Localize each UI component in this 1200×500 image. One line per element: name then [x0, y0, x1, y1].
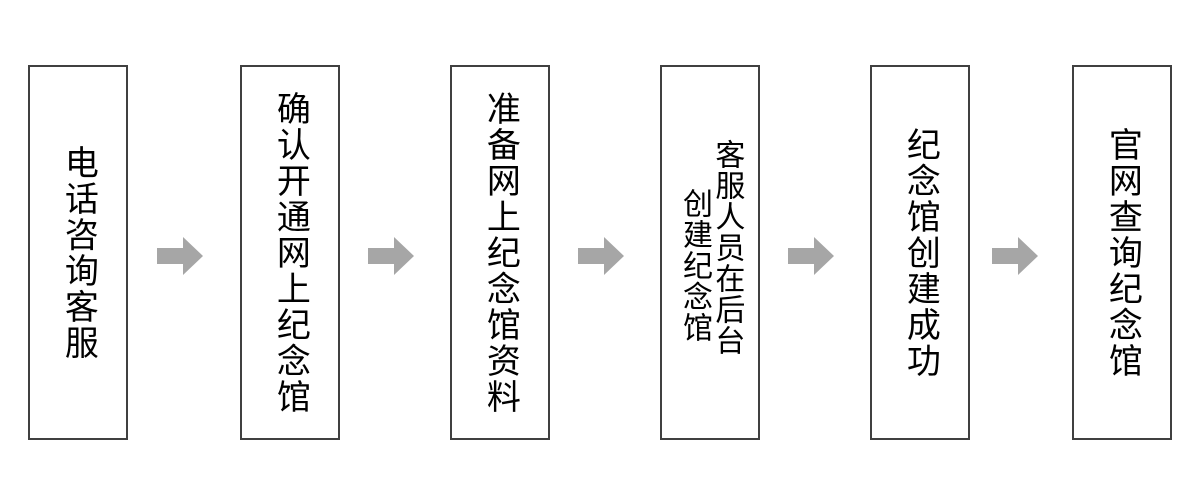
flow-node-1[interactable]: 电话咨询客服 [28, 65, 128, 440]
flow-node-3-label: 准备网上纪念馆资料 [480, 90, 521, 415]
flow-node-5-label: 纪念馆创建成功 [900, 126, 941, 379]
arrow-right-icon-2 [368, 236, 414, 276]
arrow-right-icon-5 [992, 236, 1038, 276]
flow-node-2-label: 确认开通网上纪念馆 [270, 90, 311, 415]
flow-node-5[interactable]: 纪念馆创建成功 [870, 65, 970, 440]
arrow-right-icon-1 [157, 236, 203, 276]
flow-node-4[interactable]: 客服人员在后台 创建纪念馆 [660, 65, 760, 440]
flow-node-3[interactable]: 准备网上纪念馆资料 [450, 65, 550, 440]
flow-node-4-label-column-2: 创建纪念馆 [677, 188, 712, 343]
flow-node-1-label: 电话咨询客服 [58, 144, 99, 361]
flow-node-6-label: 官网查询纪念馆 [1102, 126, 1143, 379]
flow-node-4-label-column-1: 客服人员在后台 [709, 139, 745, 356]
arrow-right-icon-4 [788, 236, 834, 276]
flow-node-2[interactable]: 确认开通网上纪念馆 [240, 65, 340, 440]
flow-node-6[interactable]: 官网查询纪念馆 [1072, 65, 1172, 440]
arrow-right-icon-3 [578, 236, 624, 276]
